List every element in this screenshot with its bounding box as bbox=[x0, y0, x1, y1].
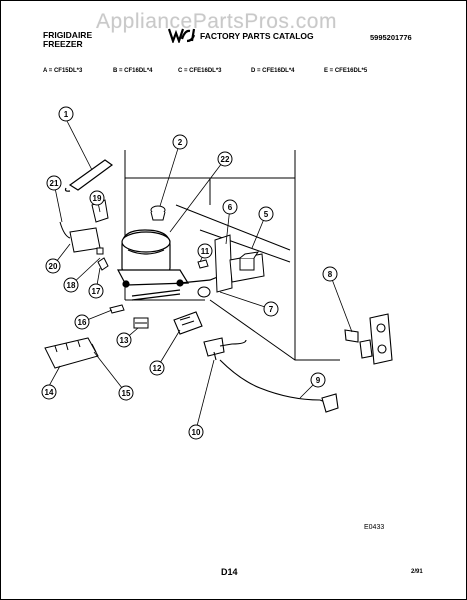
svg-text:18: 18 bbox=[67, 281, 76, 290]
svg-text:6: 6 bbox=[228, 203, 233, 212]
svg-text:2: 2 bbox=[178, 138, 183, 147]
callout-15: 15 bbox=[118, 385, 134, 401]
svg-text:14: 14 bbox=[45, 388, 54, 397]
svg-text:12: 12 bbox=[153, 364, 162, 373]
svg-text:9: 9 bbox=[316, 376, 321, 385]
callout-1: 1 bbox=[58, 106, 74, 122]
catalog-title: FACTORY PARTS CATALOG bbox=[200, 31, 314, 41]
callout-19: 19 bbox=[89, 190, 105, 206]
model-e: E = CFE16DL*5 bbox=[324, 68, 368, 74]
callout-10: 10 bbox=[188, 424, 204, 440]
model-c: C = CFE16DL*3 bbox=[178, 68, 222, 74]
watermark: AppliancePartsPros.com bbox=[96, 10, 337, 33]
callout-7: 7 bbox=[263, 301, 279, 317]
svg-text:11: 11 bbox=[201, 247, 210, 256]
svg-text:16: 16 bbox=[78, 318, 87, 327]
callout-14: 14 bbox=[41, 384, 57, 400]
svg-text:15: 15 bbox=[122, 389, 131, 398]
svg-text:1: 1 bbox=[64, 110, 69, 119]
svg-text:20: 20 bbox=[49, 262, 58, 271]
svg-text:21: 21 bbox=[50, 179, 59, 188]
mounting-screws bbox=[109, 304, 149, 329]
callout-6: 6 bbox=[222, 199, 238, 215]
drawing-code: E0433 bbox=[364, 524, 385, 531]
model-a: A = CF15DL*3 bbox=[43, 68, 83, 74]
callout-bubbles: 1 2 22 21 19 6 5 11 20 18 17 7 8 16 13 1… bbox=[41, 106, 338, 440]
base-plate bbox=[44, 337, 99, 369]
compressor bbox=[117, 229, 221, 301]
callout-9: 9 bbox=[310, 372, 326, 388]
page-label: D14 bbox=[221, 567, 238, 577]
callout-11: 11 bbox=[197, 243, 213, 259]
svg-text:13: 13 bbox=[120, 336, 129, 345]
heater-tube bbox=[64, 159, 114, 192]
svg-text:22: 22 bbox=[221, 155, 230, 164]
grommet bbox=[150, 205, 166, 221]
callout-18: 18 bbox=[63, 277, 79, 293]
svg-text:19: 19 bbox=[93, 194, 102, 203]
catalog-part-number: 5995201776 bbox=[370, 33, 412, 42]
product-type: FREEZER bbox=[43, 39, 83, 49]
callout-2: 2 bbox=[172, 134, 188, 150]
callout-12: 12 bbox=[149, 360, 165, 376]
revision-date: 2/91 bbox=[411, 569, 423, 575]
callout-17: 17 bbox=[88, 283, 104, 299]
wall-outlet bbox=[344, 313, 393, 365]
callout-13: 13 bbox=[116, 332, 132, 348]
callout-20: 20 bbox=[45, 258, 61, 274]
cabinet-outline bbox=[124, 150, 340, 361]
callout-22: 22 bbox=[217, 151, 233, 167]
callout-16: 16 bbox=[74, 314, 90, 330]
svg-text:7: 7 bbox=[269, 305, 274, 314]
svg-text:5: 5 bbox=[264, 210, 269, 219]
svg-text:8: 8 bbox=[328, 270, 333, 279]
brand-name: FRIGIDAIRE bbox=[43, 30, 93, 40]
callout-5: 5 bbox=[258, 206, 274, 222]
mounting-bracket bbox=[197, 234, 265, 298]
svg-text:10: 10 bbox=[192, 428, 201, 437]
callout-8: 8 bbox=[322, 266, 338, 282]
relay-overload bbox=[59, 199, 109, 271]
model-d: D = CFE16DL*4 bbox=[251, 68, 295, 74]
svg-text:17: 17 bbox=[92, 287, 101, 296]
power-cord bbox=[173, 311, 339, 413]
wci-logo-icon bbox=[168, 28, 196, 43]
callout-21: 21 bbox=[46, 175, 62, 191]
model-b: B = CF16DL*4 bbox=[113, 68, 153, 74]
